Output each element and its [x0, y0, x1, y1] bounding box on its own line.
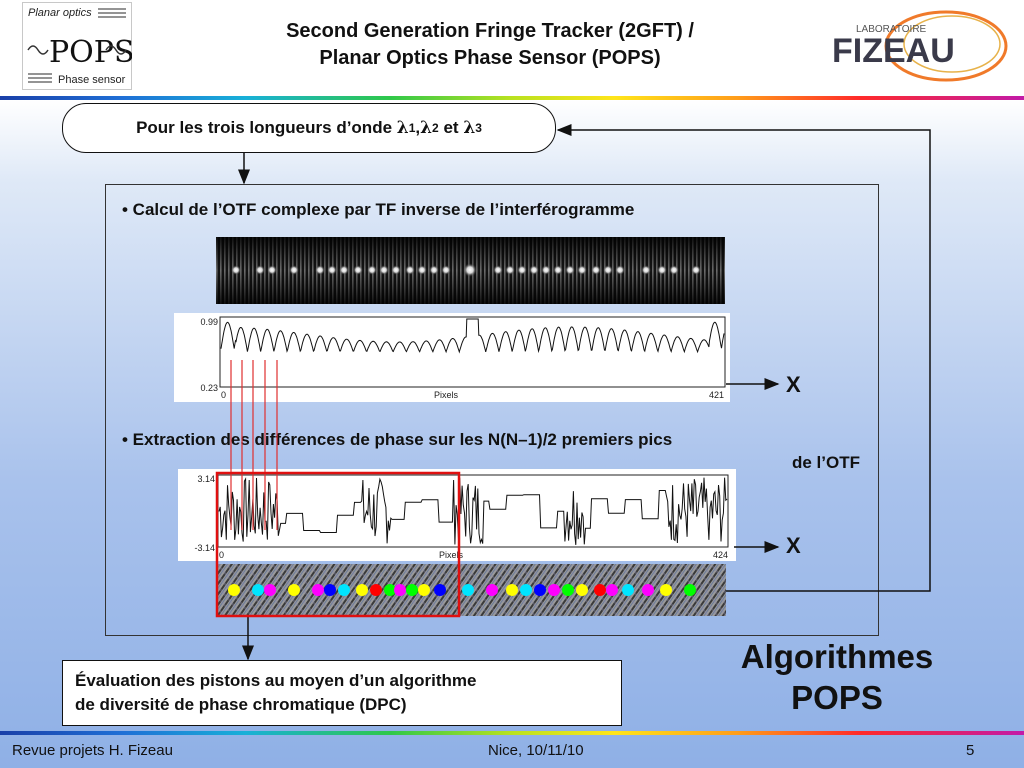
- logo-lab-text: LABORATOIRE: [856, 24, 927, 35]
- bullet-2-line-1: • Extraction des différences de phase su…: [122, 430, 673, 449]
- algorithms-line-2: POPS: [791, 679, 883, 716]
- multiply-symbol-1: X: [786, 372, 801, 397]
- page-number: 5: [966, 742, 975, 759]
- lambda-symbol: λ: [396, 118, 409, 138]
- lambda-symbol: λ: [463, 118, 476, 138]
- logo-fizeau-mark: FIZEAU: [832, 32, 955, 70]
- algorithms-label: Algorithmes POPS: [712, 636, 962, 718]
- phase-y-max: 3.14: [197, 474, 215, 484]
- separator: ,: [415, 118, 421, 137]
- otf-y-min: 0.23: [200, 383, 218, 393]
- slide-title: Second Generation Fringe Tracker (2GFT) …: [190, 18, 790, 72]
- bullet-2-line-2: de l’OTF: [792, 453, 860, 472]
- fizeau-logo: LABORATOIRE FIZEAU: [832, 10, 1008, 82]
- otf-x-label: Pixels: [434, 390, 459, 400]
- lambda-sub-2: 2: [432, 121, 439, 135]
- phase-x-min: 0: [219, 550, 224, 560]
- interferogram-image: [216, 237, 725, 304]
- phase-curve: [218, 477, 728, 545]
- title-line-1: Second Generation Fringe Tracker (2GFT) …: [286, 20, 694, 42]
- multiply-symbol-2: X: [786, 533, 801, 558]
- logo-mark: POPS: [49, 35, 132, 70]
- phase-x-label: Pixels: [439, 550, 464, 560]
- logo-top-text: Planar optics: [28, 7, 92, 19]
- algorithms-line-1: Algorithmes: [740, 638, 934, 675]
- lambda-sub-3: 3: [475, 121, 482, 135]
- bullet-phase-extraction: • Extraction des différences de phase su…: [122, 428, 860, 474]
- pops-logo: Planar optics POPS Phase sensor: [22, 2, 132, 90]
- result-line-2: de diversité de phase chromatique (DPC): [75, 695, 407, 714]
- otf-curve: [220, 318, 725, 354]
- otf-modulus-plot: 0.99 0.23 0 Pixels 421: [174, 313, 730, 402]
- top-rainbow-divider: [0, 96, 1024, 100]
- bullet-otf-computation: • Calcul de l’OTF complexe par TF invers…: [122, 200, 635, 219]
- phase-y-min: -3.14: [194, 543, 215, 553]
- footer-date: Nice, 10/11/10: [488, 742, 584, 759]
- lambda-sub-1: 1: [408, 121, 416, 135]
- result-line-1: Évaluation des pistons au moyen d’un alg…: [75, 671, 477, 690]
- phase-plot: 3.14 -3.14 0 Pixels 424: [178, 469, 736, 561]
- footer-event: Revue projets H. Fizeau: [12, 742, 173, 759]
- conjunction: et: [443, 118, 459, 137]
- bottom-rainbow-divider: [0, 731, 1024, 735]
- chromatic-fringe-strip: [216, 564, 726, 616]
- title-line-2: Planar Optics Phase Sensor (POPS): [319, 47, 661, 69]
- wavelength-prefix: Pour les trois longueurs d’onde: [136, 118, 393, 137]
- dpc-result-box: Évaluation des pistons au moyen d’un alg…: [62, 660, 622, 726]
- lambda-symbol: λ: [420, 118, 433, 138]
- otf-y-max: 0.99: [200, 317, 218, 327]
- logo-bottom-text: Phase sensor: [58, 74, 126, 86]
- phase-x-max: 424: [713, 550, 728, 560]
- otf-x-max: 421: [709, 390, 724, 400]
- otf-x-min: 0: [221, 390, 226, 400]
